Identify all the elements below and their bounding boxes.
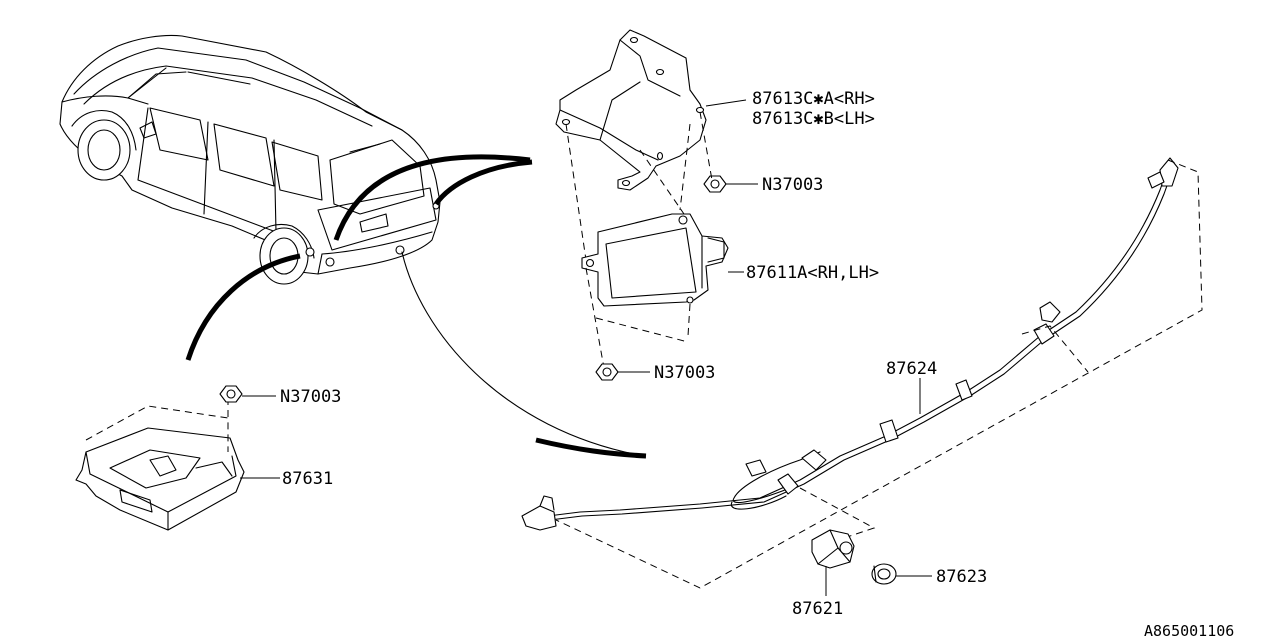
harness-part: [521, 157, 1179, 531]
bezel-part: [871, 563, 897, 585]
label-control-unit: 87631: [282, 469, 333, 489]
label-harness: 87624: [886, 359, 937, 379]
callout-arc-bottom: [535, 437, 647, 459]
callout-arc-right: [433, 159, 533, 206]
vehicle-illustration: [59, 34, 441, 285]
label-bracket-rh: 87613C✱A<RH>: [752, 89, 875, 109]
sensor-part: [811, 529, 855, 569]
label-bezel: 87623: [936, 567, 987, 587]
label-nut-control: N37003: [280, 387, 341, 407]
nut-control: [219, 385, 243, 403]
label-sensor: 87621: [792, 599, 843, 619]
callout-arc-left: [185, 253, 301, 361]
nut-upper: [703, 175, 727, 193]
label-nut-lower: N37003: [654, 363, 715, 383]
bracket-part: [555, 29, 707, 191]
label-nut-upper: N37003: [762, 175, 823, 195]
label-bracket-lh: 87613C✱B<LH>: [752, 109, 875, 129]
sensor-unit-part: [581, 213, 729, 307]
nut-lower: [595, 363, 619, 381]
control-unit-part: [75, 427, 245, 531]
callout-arc-bottom-thin: [401, 251, 645, 457]
diagram-code: A865001106: [1144, 622, 1234, 640]
callout-arc-top: [333, 154, 531, 241]
label-sensor-unit: 87611A<RH,LH>: [746, 263, 879, 283]
